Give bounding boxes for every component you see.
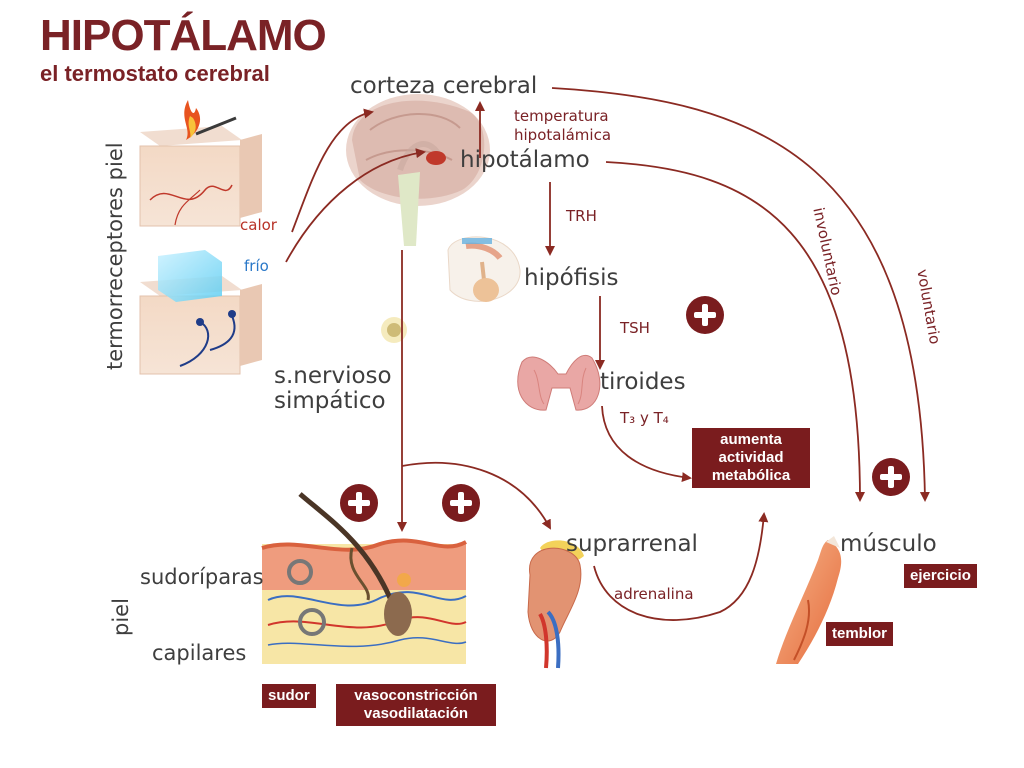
- label-hipofisis: hipófisis: [524, 265, 619, 291]
- label-trh: TRH: [566, 207, 597, 225]
- arrow-frio-to-hipotalamo: [285, 148, 426, 263]
- plus-icon: [340, 484, 378, 522]
- ganglion-illustration: [381, 317, 407, 343]
- arrow-adrenalina: [593, 512, 769, 621]
- skin-heat-illustration: [139, 100, 262, 227]
- label-t3t4: T₃ y T₄: [620, 409, 669, 427]
- label-suprarrenal: suprarrenal: [566, 531, 698, 557]
- thyroid-illustration: [517, 354, 601, 411]
- label-termorreceptores: termorreceptores piel: [103, 142, 127, 370]
- label-snervioso: s.nervioso: [274, 363, 392, 389]
- label-piel: piel: [109, 598, 133, 636]
- arrows: [285, 87, 930, 621]
- label-frio: frío: [244, 257, 269, 275]
- box-actividad-metabolica: aumenta actividad metabólica: [692, 428, 810, 488]
- box-vaso: vasoconstricción vasodilatación: [336, 684, 496, 726]
- plus-icon: [872, 458, 910, 496]
- label-calor: calor: [240, 216, 277, 234]
- plus-icon: [442, 484, 480, 522]
- diagram-title: HIPOTÁLAMO: [40, 11, 327, 60]
- arrow-t3t4: [601, 405, 692, 483]
- arrow-calor-to-corteza: [291, 108, 374, 233]
- label-tiroides: tiroides: [600, 369, 686, 395]
- box-ejercicio: ejercicio: [904, 564, 977, 588]
- box-temblor: temblor: [826, 622, 894, 646]
- arrow-corteza-to-musculo: [551, 87, 930, 502]
- label-temperatura: temperatura: [514, 107, 609, 125]
- label-sudoriparas: sudoríparas: [140, 565, 264, 589]
- label-hipotalamo: hipotálamo: [460, 147, 590, 173]
- box-sudor: sudor: [262, 684, 316, 708]
- label-hipotalamica: hipotalámica: [514, 126, 612, 144]
- muscle-illustration: [776, 536, 842, 664]
- plus-icon: [686, 296, 724, 334]
- skin-section-illustration: [261, 492, 467, 664]
- diagram-subtitle: el termostato cerebral: [40, 61, 270, 86]
- label-tsh: TSH: [620, 319, 650, 337]
- label-simpatico: simpático: [274, 388, 386, 414]
- skin-cold-illustration: [139, 250, 262, 375]
- pituitary-illustration: [447, 236, 521, 302]
- label-adrenalina: adrenalina: [614, 585, 694, 603]
- arrow-to-suprarrenal: [401, 461, 551, 530]
- label-capilares: capilares: [152, 641, 247, 665]
- arrow-hipotalamo-to-musculo: [605, 161, 865, 502]
- label-musculo: músculo: [840, 531, 937, 557]
- kidney-illustration: [527, 540, 584, 669]
- label-corteza: corteza cerebral: [350, 73, 538, 99]
